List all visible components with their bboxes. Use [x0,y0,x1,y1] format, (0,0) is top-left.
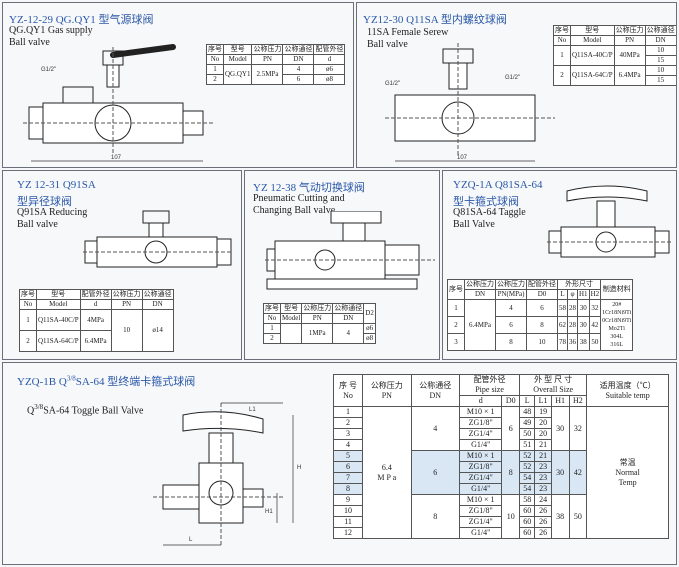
dim-H: H [297,465,301,471]
panel-yzq1b: YZQ-1B Q3/8SA-64 型终端卡箍式球阀 Q3/8SA-64 Togg… [2,362,677,565]
panel-code: YZQ-1A Q81SA-64 [453,179,543,191]
valve-drawing: G1/2" G1/2" 107 [385,43,555,167]
panel-code: YZ 12-31 Q91SA [17,179,96,191]
panel-english-title: 11SA Female Serew Ball valve [367,27,449,50]
panel-english-title: Q3/8SA-64 Toggle Ball Valve [27,403,144,417]
panel-q81sa: YZQ-1A Q81SA-64 型卡箍式球阀 Q81SA-64 Taggle B… [442,170,677,360]
valve-drawing: G1/2" 107 [23,43,213,167]
length-dim: 107 [457,155,468,161]
length-dim: 107 [111,155,122,161]
panel-q91sa: YZ 12-31 Q91SA 型异径球阀 Q91SA Reducing Ball… [2,170,242,360]
thread-label-left: G1/2" [385,81,400,87]
panel-code: YZQ-1B Q3/8SA-64 型终端卡箍式球阀 [17,374,196,388]
panel-cn-title: 型异径球阀 [17,196,72,208]
valve-drawing [547,181,672,275]
valve-drawing: L1 L H H1 [153,397,313,559]
panel-pneumatic: YZ 12-38 气动切换球阀 Pneumatic Cutting and Ch… [244,170,440,360]
valve-drawing [83,209,233,281]
panel-code: YZ 12-38 气动切换球阀 [253,182,365,194]
panel-english-title: Q91SA Reducing Ball valve [17,207,88,230]
thread-label-right: G1/2" [505,75,520,81]
panel-english-title: QG.QY1 Gas supply Ball valve [9,25,93,48]
valve-drawing [265,211,435,301]
panel-cn-title: 型卡箍式球阀 [453,196,519,208]
panel-code: YZ12-30 Q11SA 型内螺纹球阀 [363,14,507,26]
panel-code: YZ-12-29 QG.QY1 型气源球阀 [9,14,154,26]
panel-q11sa: YZ12-30 Q11SA 型内螺纹球阀 11SA Female Serew B… [356,2,677,168]
dim-L1: L1 [249,407,256,413]
panel-english-title: Q81SA-64 Taggle Ball Valve [453,207,526,230]
dim-H1: H1 [265,509,273,515]
panel-qgqy1: YZ-12-29 QG.QY1 型气源球阀 QG.QY1 Gas supply … [2,2,354,168]
dim-L: L [189,537,193,543]
panel-english-title: Pneumatic Cutting and Changing Ball valv… [253,193,345,216]
thread-label: G1/2" [41,67,56,73]
